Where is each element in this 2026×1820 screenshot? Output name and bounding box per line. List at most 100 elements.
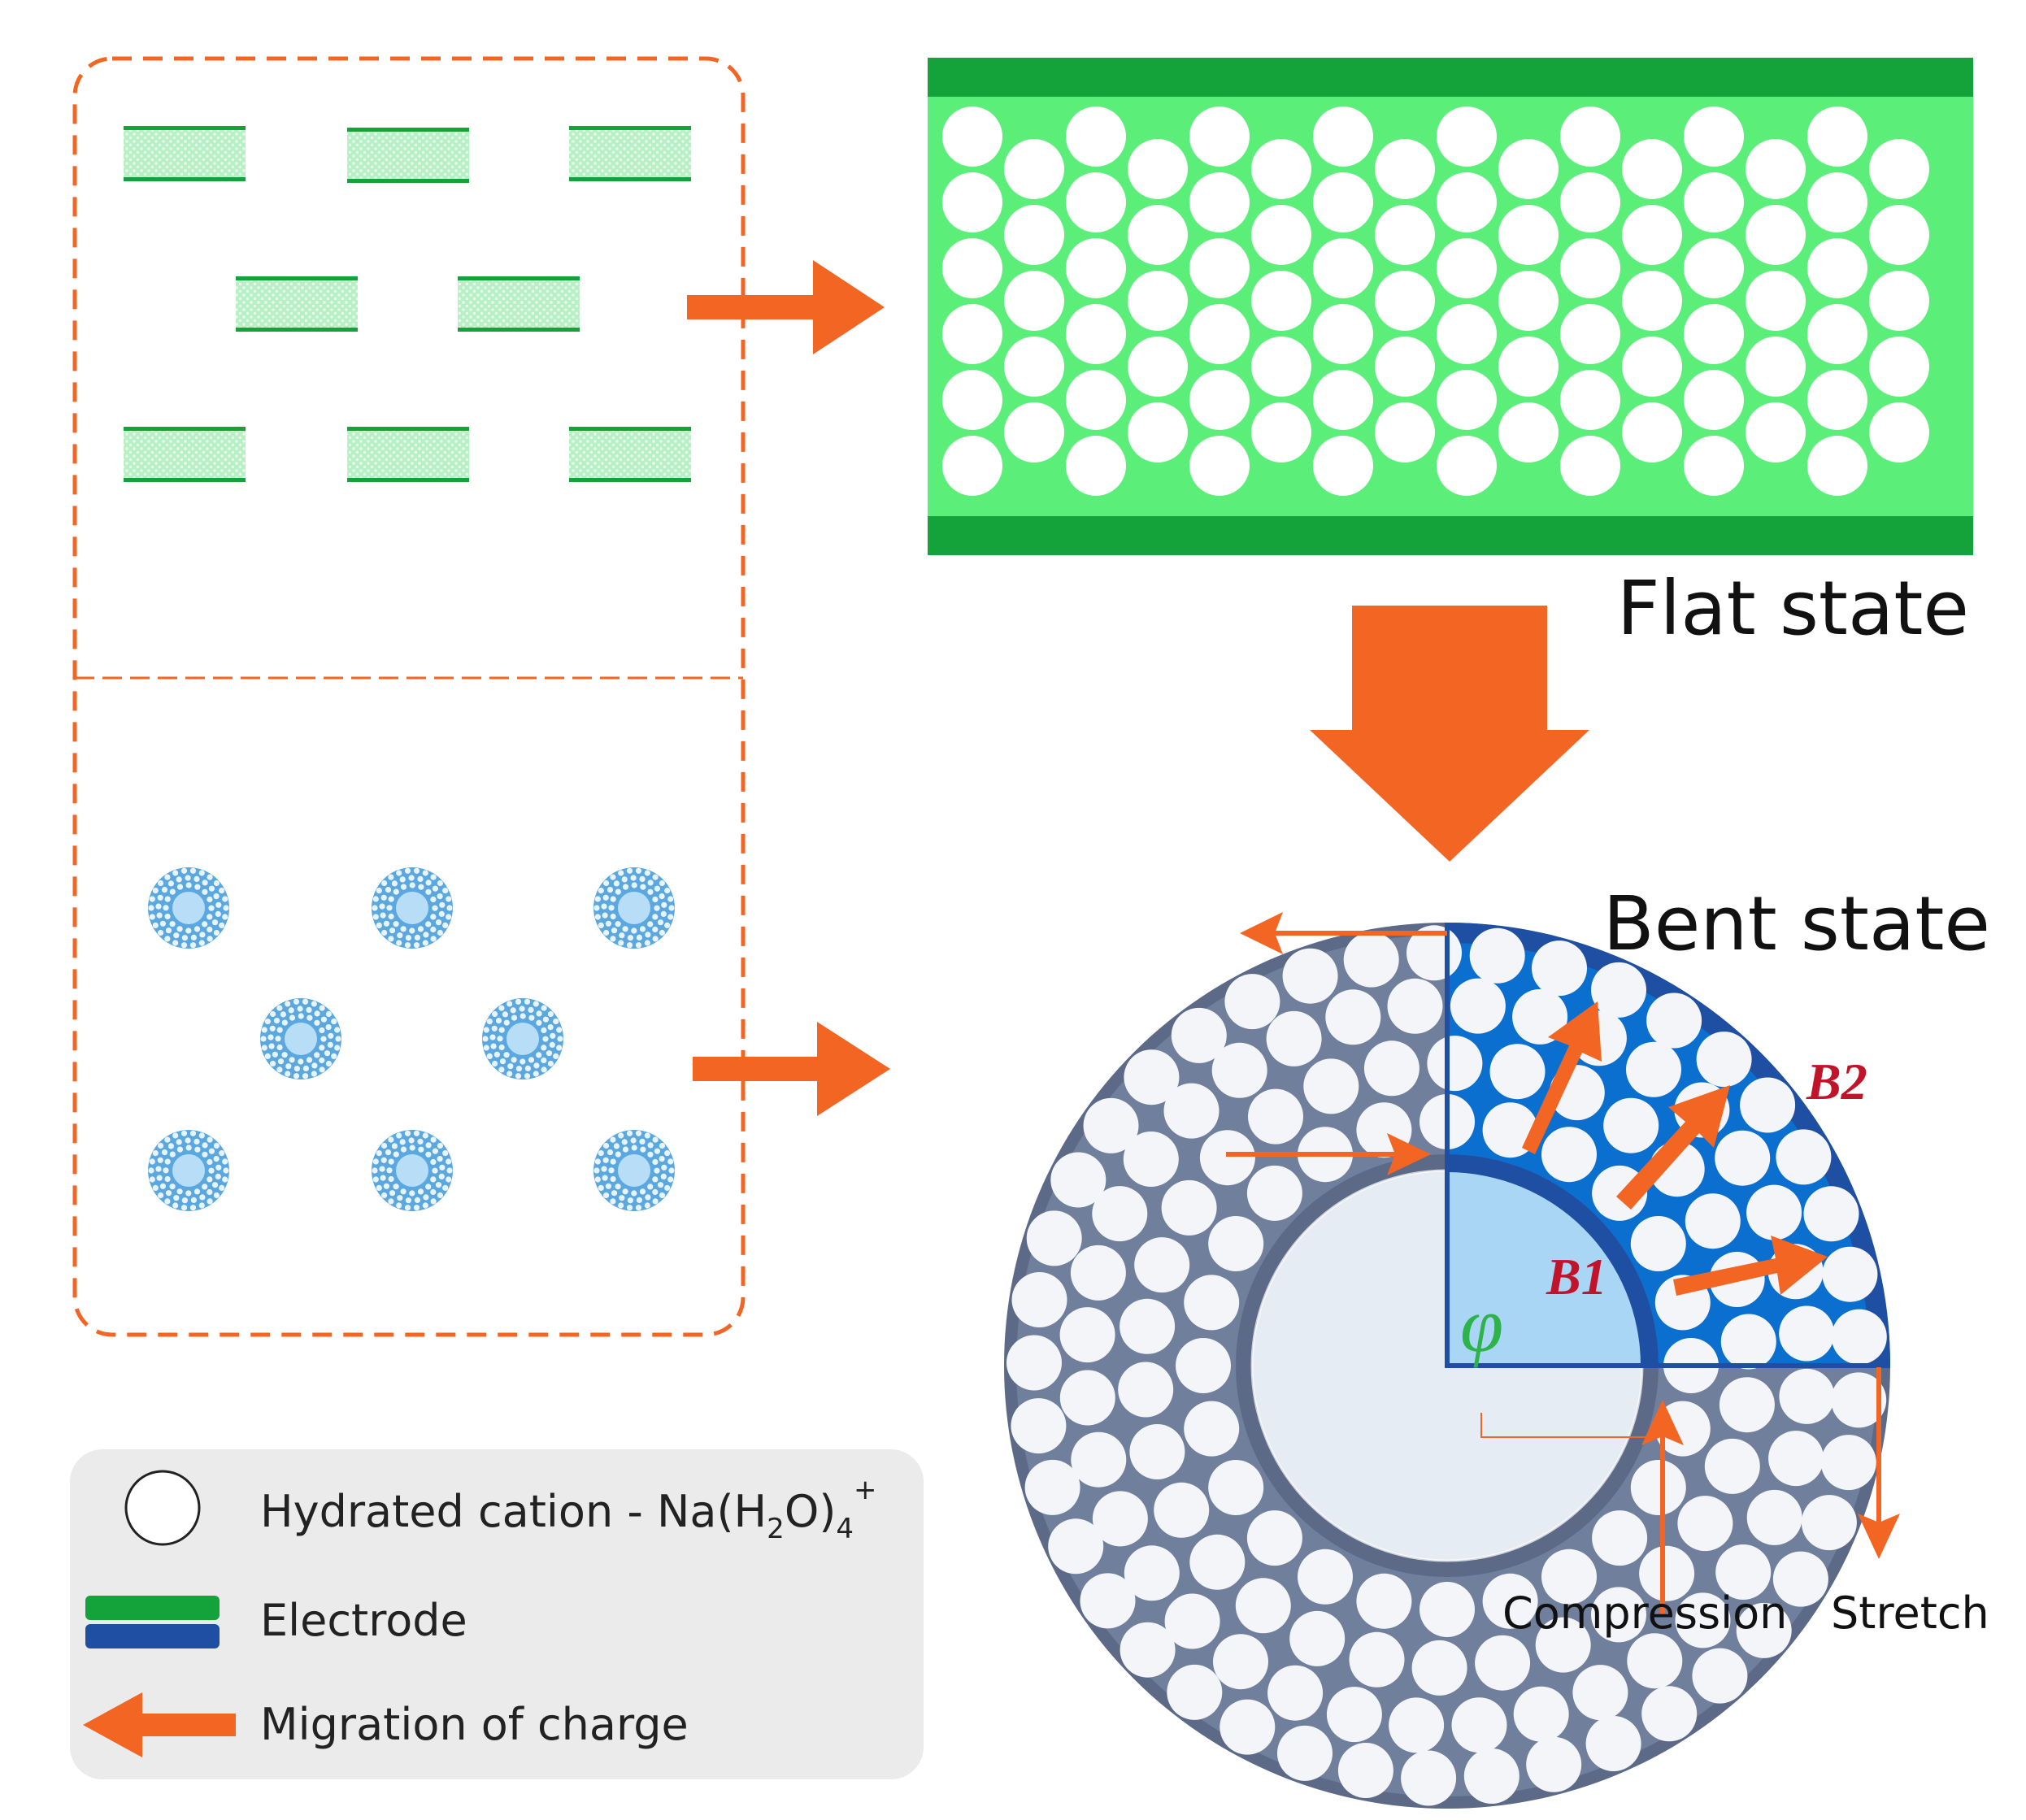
cation-particle-dot	[557, 1036, 563, 1042]
cation-particle-dot	[381, 1142, 388, 1149]
cation-particle-dot	[219, 1184, 225, 1191]
cation-particle-dot	[215, 1173, 221, 1179]
flat-state-membrane	[928, 58, 1973, 555]
cation-particle-dot	[264, 1019, 271, 1025]
cation-particle-dot	[652, 874, 659, 880]
cation-particle-dot	[157, 1157, 163, 1163]
bent-cation	[1071, 1431, 1127, 1488]
flat-cation	[1560, 172, 1620, 232]
cation-particle-dot	[515, 1066, 523, 1072]
cation-particle-dot	[495, 1018, 502, 1024]
cation-particle-dot	[158, 1192, 164, 1199]
cation-particle-dot	[654, 1167, 660, 1174]
bent-cation	[1083, 1097, 1139, 1153]
electrode-sheet-body	[236, 276, 358, 332]
flat-cation	[1004, 337, 1064, 397]
electrode-sheet-edge-bottom	[124, 177, 246, 181]
electrode-sheet-body	[347, 427, 469, 482]
source-panel	[72, 56, 746, 1337]
cation-particle-dot	[396, 870, 402, 876]
bent-cation	[1387, 978, 1443, 1034]
cation-particle-dot	[606, 1149, 614, 1156]
cation-particle-dot	[520, 1013, 526, 1019]
cation-particle-dot	[298, 1013, 304, 1019]
cation-particle-dot	[202, 888, 208, 895]
cation-particle-dot	[164, 1158, 171, 1165]
flat-cation	[1622, 402, 1682, 463]
cation-particle-dot	[320, 1016, 327, 1023]
bent-cation	[1024, 1459, 1080, 1515]
bent-cation	[1768, 1431, 1824, 1487]
cation-particle-dot	[483, 1027, 489, 1033]
cation-particle-dot	[515, 998, 522, 1005]
cation-particle-dot	[644, 870, 650, 876]
cation-particle-dot	[215, 910, 221, 917]
flat-cation	[1437, 370, 1497, 430]
bent-cation	[1591, 1587, 1646, 1643]
cation-particle-dot	[547, 1010, 554, 1018]
flat-cation	[1869, 139, 1929, 199]
bent-cation	[1626, 1041, 1681, 1097]
flat-cation	[942, 370, 1002, 430]
bent-cation	[1092, 1491, 1148, 1547]
cation-particle-dot	[528, 1057, 535, 1063]
cation-particle-dot	[404, 1130, 411, 1136]
bent-cation	[1630, 1216, 1686, 1271]
cation-particle-dot	[215, 1164, 222, 1171]
cation-particle-dot	[652, 926, 659, 933]
bent-cation	[1482, 1573, 1538, 1629]
bent-cation	[1627, 1633, 1683, 1689]
bent-cation	[1641, 1686, 1698, 1742]
cation-particle-dot	[594, 914, 601, 920]
cation-particle-dot	[189, 942, 197, 949]
bent-cation	[1685, 1193, 1741, 1249]
cation-particle-dot	[381, 929, 388, 936]
cation-particle-dot	[439, 1164, 446, 1171]
cation-particle-dot	[626, 1130, 633, 1136]
bent-cation	[1572, 1665, 1628, 1721]
cation-particle-dot	[391, 1143, 398, 1149]
cation-particle-dot	[372, 1158, 379, 1165]
cation-particle-dot	[489, 1034, 496, 1040]
bent-cation	[1048, 1518, 1104, 1575]
cation-particle-dot	[622, 926, 628, 932]
cation-particle-dot	[541, 1045, 547, 1051]
cation-particle-dot	[442, 1150, 449, 1157]
cation-particle-dot	[430, 1198, 437, 1205]
cation-particle-dot	[219, 1150, 225, 1157]
cation-particle-dot	[492, 1010, 498, 1018]
cation-particle-dot	[491, 1025, 498, 1032]
cation-particle-dot	[442, 922, 449, 928]
cation-particle-dot	[164, 896, 171, 902]
cation-particle-dot	[163, 905, 169, 911]
bent-cation	[1011, 1398, 1067, 1454]
cation-particle-dot	[615, 921, 621, 927]
legend-electrode-blue-icon	[85, 1624, 220, 1648]
flow-arrow-bottom	[693, 1022, 890, 1116]
cation-particle-dot	[542, 1036, 549, 1042]
cation-particle-dot	[194, 1146, 201, 1153]
cation-particle-dot	[400, 1188, 407, 1195]
cation-particle-dot	[635, 867, 642, 874]
cation-particle-dot	[446, 1158, 452, 1165]
cation-particle-dot	[618, 870, 624, 876]
cation-particle-dot	[497, 1036, 503, 1042]
cation-particle-dot	[298, 1058, 304, 1065]
legend-migration-arrow-icon	[83, 1692, 236, 1757]
cation-particle-dot	[533, 1071, 539, 1077]
electrode-sheet-edge-bottom	[236, 328, 358, 332]
bent-cation	[1349, 1631, 1405, 1688]
cation-particle-core	[172, 892, 205, 924]
cation-particle-dot	[425, 1151, 432, 1158]
cation-particle-dot	[644, 1202, 650, 1209]
cation-particle-dot	[550, 1032, 556, 1039]
bent-cation	[1213, 1634, 1268, 1690]
cation-particle-dot	[437, 929, 444, 936]
flat-cation	[1189, 436, 1250, 496]
bent-cation	[1059, 1307, 1115, 1363]
b2-label: B2	[1806, 1053, 1867, 1110]
cation-particle-dot	[664, 922, 671, 928]
flat-cation	[1622, 139, 1682, 199]
cation-particle-dot	[207, 1188, 213, 1196]
cation-particle-dot	[422, 1202, 428, 1209]
